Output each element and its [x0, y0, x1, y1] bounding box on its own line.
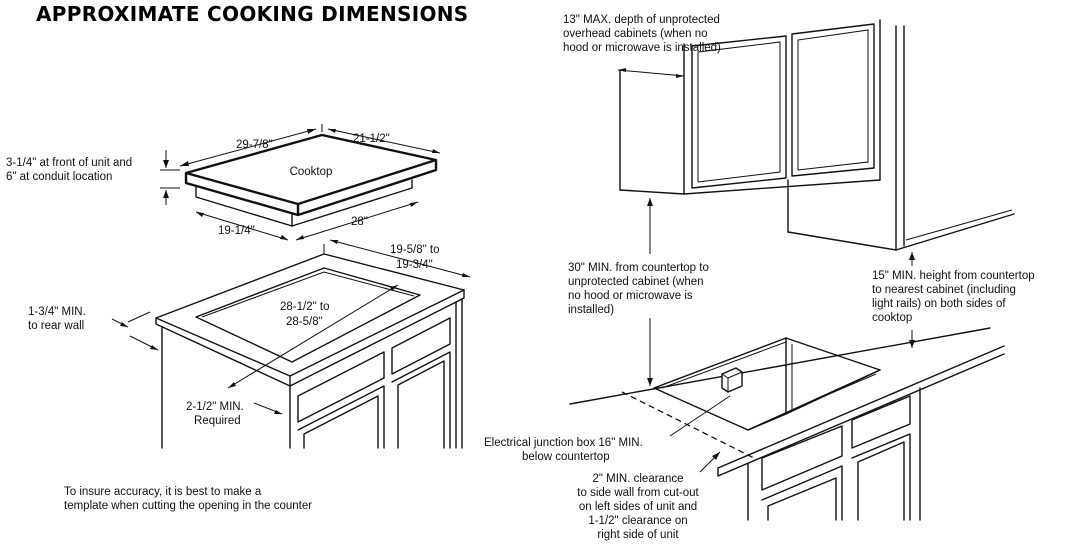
cooktop-drawing	[184, 133, 438, 227]
base-width-label: 28"	[351, 216, 368, 228]
dimension-30-min	[647, 198, 653, 386]
cutout-width-line-1: 28-1/2" to	[280, 301, 329, 313]
min-countertop-line-1: 30" MIN. from countertop to	[568, 262, 709, 274]
cutout-width-line-2: 28-5/8"	[286, 316, 323, 328]
dimension-cutout-width	[227, 284, 399, 389]
rear-clearance-line-2: to rear wall	[28, 320, 84, 332]
dimension-base-width	[295, 201, 419, 241]
cabinet-depth-line-1: 13" MAX. depth of unprotected	[563, 14, 720, 26]
accuracy-note-line-1: To insure accuracy, it is best to make a	[64, 486, 262, 498]
cabinet-depth-line-3: hood or microwave is installed)	[563, 42, 721, 54]
junction-note-line-2: below countertop	[522, 451, 610, 463]
min-countertop-line-2: unprotected cabinet (when	[568, 276, 704, 288]
front-clearance-line-1: 2-1/2" MIN.	[186, 401, 244, 413]
counter-cabinet-right	[569, 327, 1005, 521]
cooktop-width-label: 29-7/8"	[236, 139, 273, 151]
clearance-note-line-3: on left sides of unit and	[579, 501, 697, 513]
dimension-depth-cooktop	[327, 128, 441, 154]
cutout-depth-line-1: 19-5/8" to	[390, 244, 439, 256]
height-note-line-1: 3-1/4" at front of unit and	[6, 157, 132, 169]
cooktop-depth-label: 21-1/2"	[353, 133, 390, 145]
cooktop-label: Cooktop	[290, 166, 333, 178]
dimension-rear-clearance	[111, 311, 159, 351]
min-countertop-line-4: installed)	[568, 304, 614, 316]
dimension-width-cooktop	[179, 124, 323, 167]
counter-cabinet-left	[155, 253, 465, 449]
side-cabinet-line-4: cooktop	[872, 312, 912, 324]
clearance-note-line-5: right side of unit	[597, 529, 679, 541]
cutout-depth-line-2: 19-3/4"	[396, 259, 433, 271]
dimension-base-depth	[195, 211, 289, 241]
clearance-note-line-2: to side wall from cut-out	[577, 487, 699, 499]
junction-note-line-1: Electrical junction box 16" MIN.	[484, 437, 643, 449]
upper-cabinets	[619, 19, 1015, 251]
accuracy-note-line-2: template when cutting the opening in the…	[64, 500, 312, 512]
base-depth-label: 19-1/4"	[218, 225, 255, 237]
dimension-front-clearance	[253, 402, 283, 415]
cabinet-depth-line-2: overhead cabinets (when no	[563, 28, 708, 40]
clearance-note-line-1: 2" MIN. clearance	[592, 473, 683, 485]
clearance-note-line-4: 1-1/2" clearance on	[588, 515, 687, 527]
clearance-leader	[699, 451, 721, 473]
dimension-cutout-depth	[323, 239, 471, 278]
side-cabinet-line-3: light rails) on both sides of	[872, 298, 1006, 310]
junction-leader	[669, 395, 731, 437]
side-cabinet-line-2: to nearest cabinet (including	[872, 284, 1016, 296]
height-note-line-2: 6" at conduit location	[6, 171, 112, 183]
dimension-cabinet-depth	[617, 68, 685, 78]
side-cabinet-line-1: 15" MIN. height from countertop	[872, 270, 1035, 282]
dimension-height-cooktop	[160, 150, 180, 205]
rear-clearance-line-1: 1-3/4" MIN.	[28, 306, 86, 318]
min-countertop-line-3: no hood or microwave is	[568, 290, 693, 302]
page-title: APPROXIMATE COOKING DIMENSIONS	[36, 2, 469, 26]
front-clearance-line-2: Required	[194, 415, 241, 427]
